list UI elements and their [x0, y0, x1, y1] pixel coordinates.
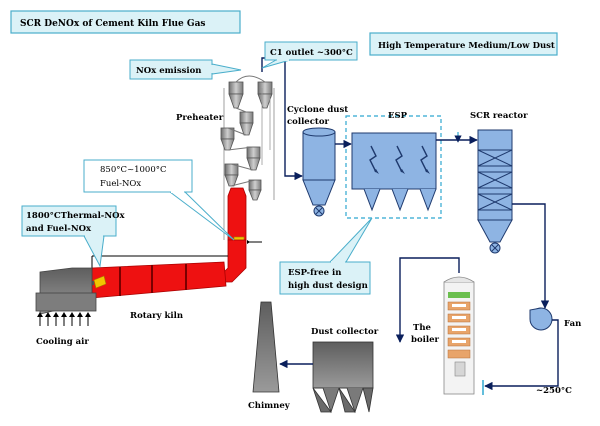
c1-outlet-label: C1 outlet ~300°C [270, 48, 353, 58]
dust-collector-label: Dust collector [311, 327, 379, 337]
callout-esp-free: ESP-free in high dust design [279, 217, 373, 295]
fuel-nox-label: Fuel-NOx [100, 179, 141, 189]
boiler-label-2: boiler [411, 335, 439, 345]
scr-reactor-label: SCR reactor [470, 111, 528, 121]
cyclone-label-1: Cyclone dust [287, 105, 348, 115]
callout-c1-outlet: C1 outlet ~300°C [261, 41, 358, 69]
scr-reactor [477, 129, 513, 254]
cooling-air-label: Cooling air [36, 337, 89, 347]
thermal-nox-label-2: and Fuel-NOx [26, 224, 92, 234]
cyclone-label-2: collector [287, 117, 329, 127]
fan-label: Fan [564, 319, 581, 329]
boiler [443, 276, 484, 395]
flow-lines [261, 57, 559, 391]
esp-free-label-2: high dust design [288, 281, 368, 291]
subtitle: High Temperature Medium/Low Dust [378, 41, 555, 51]
cyclone-dust-collector [302, 127, 336, 217]
callout-thermal-nox: 1800°CThermal-NOx and Fuel-NOx [21, 205, 125, 268]
esp [345, 115, 442, 219]
esp-free-label-1: ESP-free in [288, 268, 341, 278]
title-box: SCR DeNOx of Cement Kiln Flue Gas [10, 10, 241, 34]
esp-label: ESP [388, 111, 408, 121]
nox-emission-label: NOx emission [136, 66, 201, 76]
fan [529, 307, 553, 331]
rotary-kiln-label: Rotary kiln [130, 311, 183, 321]
preheater-tower [220, 75, 275, 240]
callout-fuel-nox: 850°C~1000°C Fuel-NOx [83, 159, 235, 241]
subtitle-box: High Temperature Medium/Low Dust [369, 32, 558, 56]
temp-250-label: ~250°C [536, 386, 572, 396]
callout-nox-emission: NOx emission [129, 59, 242, 80]
title: SCR DeNOx of Cement Kiln Flue Gas [20, 19, 205, 29]
fuel-temp-label: 850°C~1000°C [100, 165, 167, 175]
chimney-label: Chimney [248, 401, 291, 411]
clinker-cooler [35, 267, 97, 326]
chimney [252, 301, 280, 393]
boiler-label-1: The [413, 323, 432, 333]
dust-collector [312, 341, 374, 414]
thermal-nox-label-1: 1800°CThermal-NOx [26, 211, 125, 221]
preheater-label: Preheater [176, 113, 224, 123]
